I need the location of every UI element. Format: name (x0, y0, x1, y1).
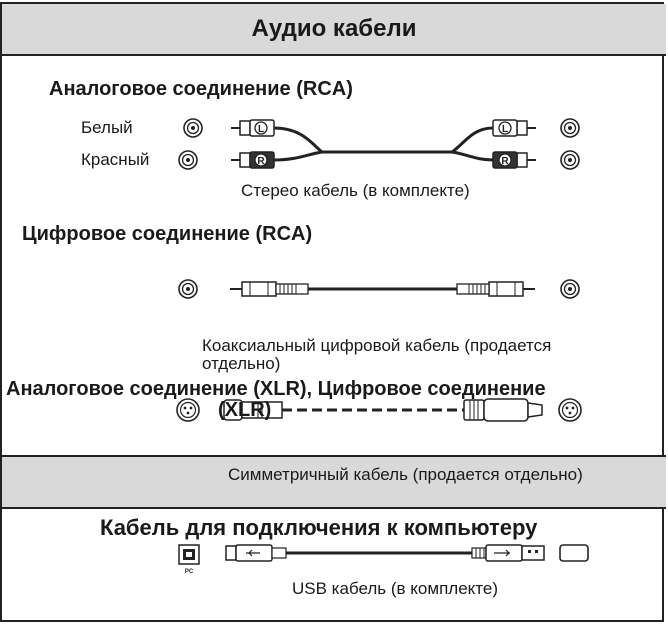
usb-a-port-icon (559, 544, 589, 562)
rca-jack-icon (560, 279, 580, 299)
coaxial-cable-diagram (178, 279, 580, 299)
usb-plug-icon (471, 544, 545, 562)
usb-cable-caption: USB кабель (в комплекте) (292, 579, 498, 598)
plug-letter-l: L (258, 124, 264, 135)
xlr-jack-icon (176, 398, 200, 422)
rca-plug-icon (456, 281, 535, 297)
coaxial-caption-line1: Коаксиальный цифровой кабель (продается (202, 336, 552, 355)
xlr-plug-icon (463, 398, 543, 422)
plug-letter-l: L (502, 124, 508, 135)
xlr-jack-icon (558, 398, 582, 422)
pc-port-label: PC (185, 569, 194, 575)
rca-jack-icon (560, 150, 580, 170)
xlr-band-bottom-divider (2, 507, 666, 509)
xlr-band-top-divider (2, 455, 666, 457)
rca-plug-icon (230, 281, 309, 297)
balanced-cable-diagram (176, 398, 582, 422)
digital-rca-heading: Цифровое соединение (RCA) (22, 223, 313, 245)
rca-plug-icon (231, 151, 275, 169)
balanced-cable-caption: Симметричный кабель (продается отдельно) (228, 465, 583, 484)
usb-plug-icon (225, 544, 287, 562)
rca-jack-icon (560, 118, 580, 138)
usb-heading: Кабель для подключения к компьютеру (100, 515, 538, 540)
stereo-cable-diagram: L R L R (178, 118, 580, 170)
stereo-cable-wire (273, 126, 494, 154)
rca-jack-icon (178, 279, 198, 299)
rca-jack-icon (178, 150, 198, 170)
xlr-caption-band (2, 457, 666, 507)
usb-cable-diagram: PC (178, 544, 589, 575)
white-label: Белый (81, 118, 133, 137)
page-title: Аудио кабели (251, 15, 417, 42)
xlr-heading-line1: Аналоговое соединение (XLR), Цифровое со… (6, 378, 546, 400)
xlr-heading-line2: (XLR) (218, 399, 272, 421)
analog-rca-heading: Аналоговое соединение (RCA) (49, 78, 353, 100)
stereo-cable-wire (273, 150, 494, 162)
plug-letter-r: R (501, 156, 509, 167)
red-label: Красный (81, 150, 150, 169)
coaxial-caption-line2: отдельно) (202, 354, 281, 373)
rca-jack-icon (183, 118, 203, 138)
plug-letter-r: R (257, 156, 265, 167)
rca-plug-icon (492, 151, 536, 169)
stereo-cable-caption: Стерео кабель (в комплекте) (241, 181, 470, 200)
header-divider (2, 54, 666, 56)
header-band (2, 4, 666, 54)
usb-b-port-icon (178, 544, 200, 565)
